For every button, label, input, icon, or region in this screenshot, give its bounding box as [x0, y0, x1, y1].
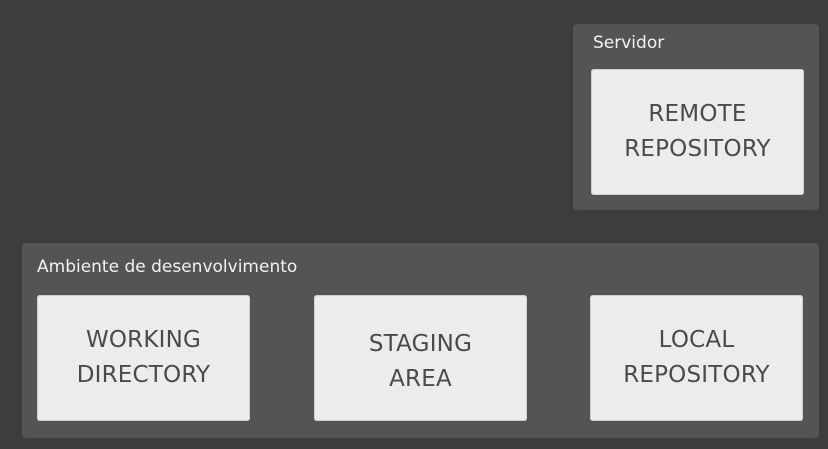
dev-environment-label: Ambiente de desenvolvimento [37, 257, 298, 277]
remote-repository-line2: REPOSITORY [624, 136, 771, 162]
working-directory-box: WORKING DIRECTORY [37, 295, 250, 421]
working-directory-line2: DIRECTORY [76, 362, 211, 388]
staging-area-line1: STAGING [368, 331, 473, 357]
staging-area-box: STAGING AREA [314, 295, 527, 421]
server-group-label: Servidor [593, 33, 665, 53]
server-group: Servidor REMOTE REPOSITORY [573, 24, 819, 210]
working-directory-line1: WORKING [85, 327, 202, 353]
dev-environment-group: Ambiente de desenvolvimento WORKING DIRE… [22, 243, 819, 438]
remote-repository-box: REMOTE REPOSITORY [591, 69, 804, 195]
remote-repository-line1: REMOTE [648, 101, 747, 127]
local-repository-box: LOCAL REPOSITORY [590, 295, 803, 421]
local-repository-line1: LOCAL [658, 327, 735, 353]
local-repository-line2: REPOSITORY [623, 362, 770, 388]
staging-area-line2: AREA [389, 366, 452, 392]
